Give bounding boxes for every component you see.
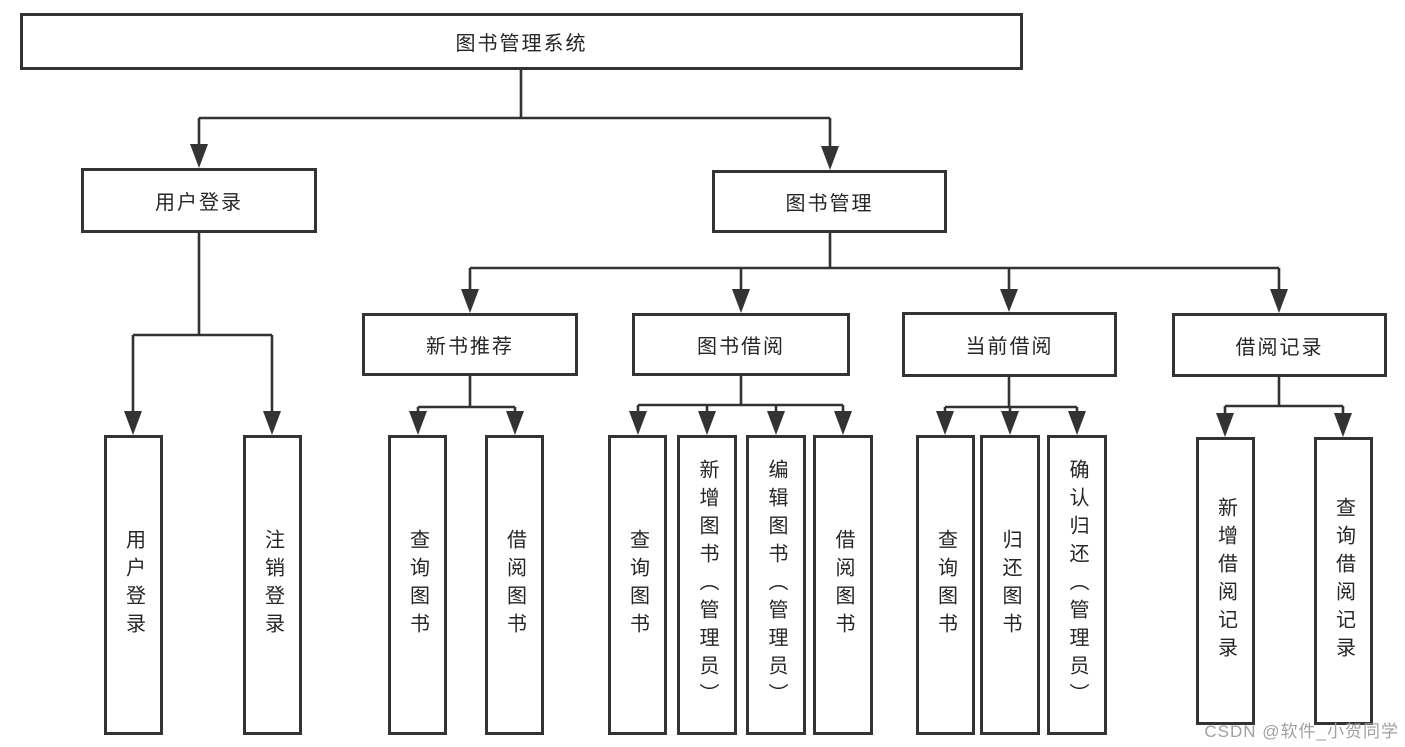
leaf-logout-label: 注销登录 xyxy=(261,529,284,641)
leaf-return-books-label: 归还图书 xyxy=(999,529,1021,641)
leaf-add-books-admin: 新增图书（管理员） xyxy=(677,435,737,735)
leaf-confirm-return-admin-label: 确认归还（管理员） xyxy=(1066,459,1088,711)
node-library-system: 图书管理系统 xyxy=(20,13,1023,70)
leaf-query-borrow-record-label: 查询借阅记录 xyxy=(1332,497,1355,665)
node-new-book-recommend: 新书推荐 xyxy=(362,313,578,376)
connector-root-to-level2 xyxy=(190,70,839,170)
leaf-confirm-return-admin: 确认归还（管理员） xyxy=(1047,435,1107,735)
connector-newbooks-to-leaves xyxy=(409,376,524,435)
leaf-query-books-current: 查询图书 xyxy=(916,435,975,735)
node-book-borrow: 图书借阅 xyxy=(632,313,850,376)
leaf-borrow-books-recommend: 借阅图书 xyxy=(485,435,544,735)
leaf-borrow-books-label: 借阅图书 xyxy=(832,529,854,641)
leaf-logout: 注销登录 xyxy=(243,435,302,735)
connector-userlogin-to-leaves xyxy=(124,233,281,435)
leaf-query-books-borrow-label: 查询图书 xyxy=(626,529,649,641)
connector-borrow-to-leaves xyxy=(629,376,852,435)
node-book-management: 图书管理 xyxy=(712,170,947,233)
connector-bookmgmt-to-level3 xyxy=(461,233,1288,313)
node-user-login: 用户登录 xyxy=(81,168,317,233)
leaf-query-books-recommend-label: 查询图书 xyxy=(406,529,429,641)
leaf-query-borrow-record: 查询借阅记录 xyxy=(1314,437,1373,725)
leaf-query-books-recommend: 查询图书 xyxy=(388,435,447,735)
node-book-borrow-label: 图书借阅 xyxy=(697,336,785,358)
node-book-management-label: 图书管理 xyxy=(785,193,874,215)
csdn-watermark: CSDN @软件_小贺同学 xyxy=(1204,722,1399,741)
leaf-add-borrow-record: 新增借阅记录 xyxy=(1196,437,1255,725)
node-borrow-records: 借阅记录 xyxy=(1172,313,1387,377)
leaf-query-books-current-label: 查询图书 xyxy=(934,529,957,641)
leaf-edit-books-admin-label: 编辑图书（管理员） xyxy=(765,459,787,711)
leaf-add-books-admin-label: 新增图书（管理员） xyxy=(696,459,718,711)
node-new-book-recommend-label: 新书推荐 xyxy=(426,336,514,358)
connector-records-to-leaves xyxy=(1216,377,1352,437)
node-library-system-label: 图书管理系统 xyxy=(455,33,588,55)
node-current-borrow: 当前借阅 xyxy=(902,312,1117,377)
node-borrow-records-label: 借阅记录 xyxy=(1235,336,1324,359)
leaf-add-borrow-record-label: 新增借阅记录 xyxy=(1214,497,1237,665)
node-user-login-label: 用户登录 xyxy=(155,192,243,214)
node-current-borrow-label: 当前借阅 xyxy=(965,336,1054,358)
connector-current-to-leaves xyxy=(936,377,1086,435)
leaf-edit-books-admin: 编辑图书（管理员） xyxy=(746,435,806,735)
leaf-user-login-label: 用户登录 xyxy=(122,529,145,641)
leaf-borrow-books-recommend-label: 借阅图书 xyxy=(503,529,526,641)
leaf-user-login: 用户登录 xyxy=(104,435,163,735)
leaf-borrow-books: 借阅图书 xyxy=(813,435,873,735)
leaf-query-books-borrow: 查询图书 xyxy=(608,435,667,735)
leaf-return-books: 归还图书 xyxy=(980,435,1040,735)
